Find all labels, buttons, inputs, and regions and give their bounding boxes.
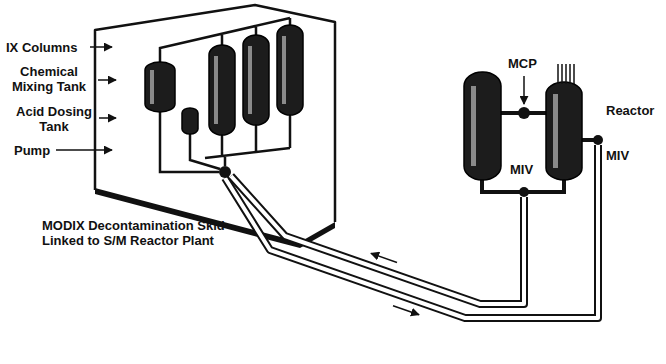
leader-arrow [56, 149, 112, 151]
vessel-highlight [282, 36, 286, 104]
leader-arrow [98, 79, 116, 81]
part-label: Pump [14, 143, 50, 158]
part-label: IX Columns [6, 40, 78, 55]
mixing-tank [145, 62, 175, 112]
part-label: Reactor [606, 103, 654, 118]
leader-arrow [90, 46, 112, 48]
part-label: Acid Dosing Tank [12, 104, 96, 134]
ix-column [277, 25, 303, 115]
flow-arrow [393, 306, 419, 315]
dosing-line [190, 134, 220, 169]
ix-column [209, 45, 235, 135]
part-label: MIV [510, 162, 533, 177]
supply-pipe-outline [231, 176, 524, 304]
valve-symbol [519, 187, 529, 197]
vessel-highlight [248, 46, 252, 114]
vessel-highlight [150, 70, 154, 104]
leader-arrow [523, 76, 525, 104]
leader-arrow [99, 117, 116, 119]
reactor-vessel [546, 82, 582, 180]
return-pipe [225, 145, 598, 318]
control-rod-drives [558, 64, 574, 84]
valve-symbol [593, 135, 603, 145]
pump-symbol [219, 166, 231, 178]
acid-dosing-tank [182, 108, 198, 134]
return-pipe-outline [225, 145, 598, 318]
steam-generator [464, 72, 501, 180]
pump-symbol [518, 107, 530, 119]
skid-housing [95, 5, 335, 222]
part-label: Chemical Mixing Tank [4, 64, 94, 94]
vessel-highlight [214, 56, 218, 124]
vessel-highlight [471, 86, 476, 166]
part-label: MIV [606, 148, 629, 163]
vessel-highlight [553, 94, 558, 168]
flow-arrow [371, 253, 397, 262]
part-label: MCP [508, 56, 537, 71]
supply-pipe [231, 176, 524, 304]
caption-label: MODIX Decontamination Skid Linked to S/M… [42, 218, 252, 248]
ix-column [243, 35, 269, 125]
